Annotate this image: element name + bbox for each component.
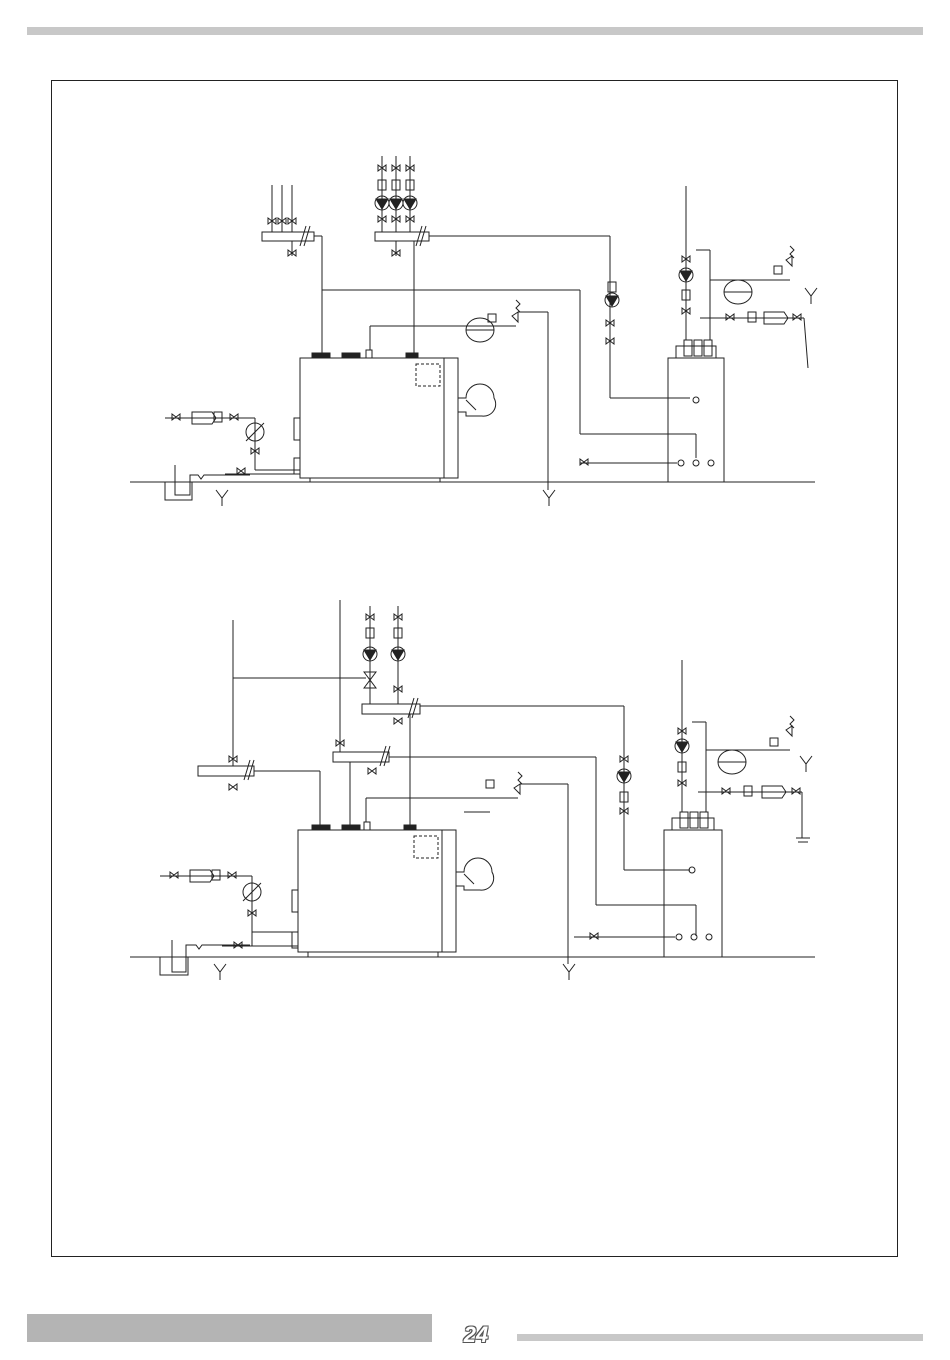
flange [406,353,418,357]
footer-rule-right [517,1334,923,1341]
page-number: 24 [446,1322,506,1348]
drain-funnel-icon [543,490,555,506]
control-panel [414,836,438,858]
diagram-top [130,156,817,506]
boiler-body [300,358,458,478]
drain-funnel-icon [216,490,228,506]
drain-cock [294,458,300,474]
sight-glass [294,418,300,440]
safety-valve-icon [512,300,520,322]
burner-icon [456,858,494,890]
boiler-body [298,830,456,952]
pump-circuits [375,156,417,232]
drain-funnel-icon [214,964,226,980]
diagram-bottom [130,600,815,980]
flange [312,353,330,357]
manifold [375,232,429,241]
footer-rule-left [27,1314,432,1342]
burner-icon [458,384,496,416]
drain-funnel-icon [563,964,575,980]
hot-water-cylinder [664,830,722,957]
flange [366,350,372,358]
control-panel [416,364,440,386]
flange [342,353,360,357]
manifold [333,752,389,762]
floor-drain-pit [165,482,192,500]
